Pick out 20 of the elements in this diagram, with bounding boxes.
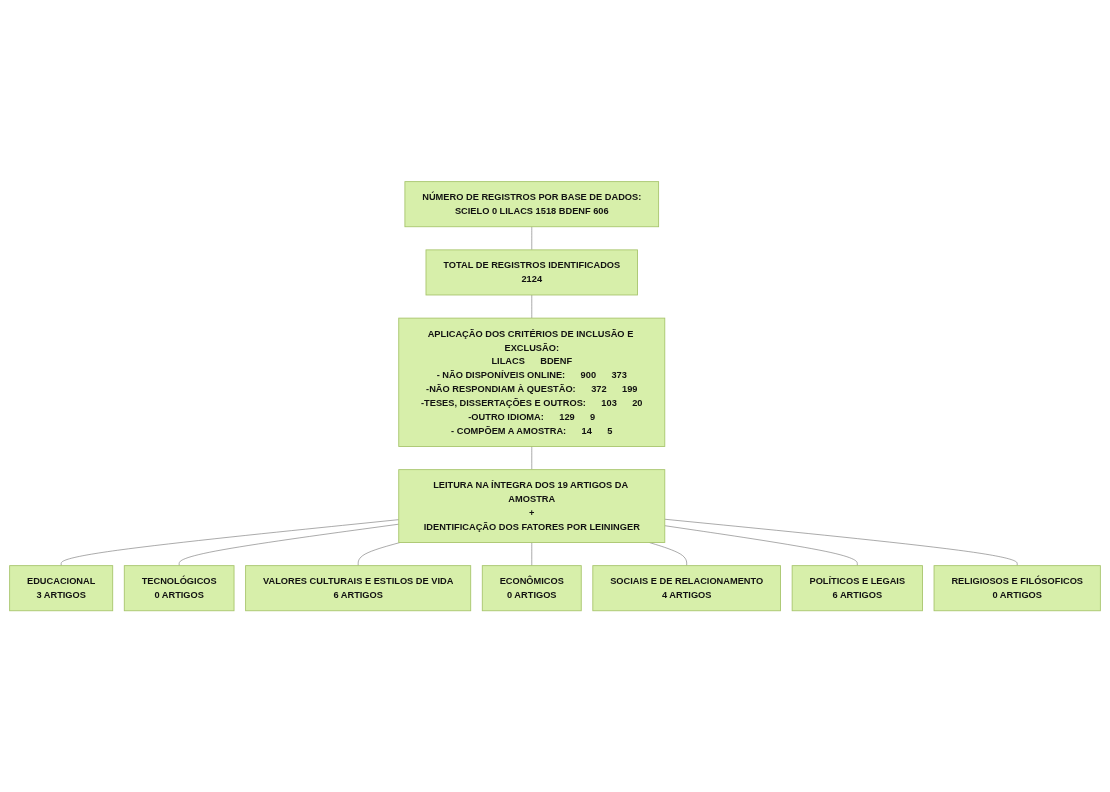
node-box: VALORES CULTURAIS E ESTILOS DE VIDA 6 ARTIGOS	[245, 565, 472, 611]
node-box: LEITURA NA ÍNTEGRA DOS 19 ARTIGOS DA AMOSTRA + IDENTIFICAÇÃO DOS FATORES POR LEININGER	[398, 469, 666, 543]
connector	[664, 525, 858, 566]
node-box: EDUCACIONAL 3 ARTIGOS	[9, 565, 114, 611]
connector	[531, 294, 533, 319]
connector	[531, 446, 533, 470]
node-box: APLICAÇÃO DOS CRITÉRIOS DE INCLUSÃO E EXCLUSÃO: LILACS BDENF - NÃO DISPONÍVEIS ONLINE: 900 373 -NÃO RESPONDIAM À QUESTÃO: 372 199 -TESES, DISSERTAÇÕES E OUTROS: 103 20 -OUTRO IDIOMA: 129 9 - COMPÕEM A AMOSTRA: 14 5	[398, 317, 666, 447]
node-box: SOCIAIS E DE RELACIONAMENTO 4 ARTIGOS	[592, 565, 781, 611]
node-box: ECONÔMICOS 0 ARTIGOS	[481, 565, 582, 611]
node-box: TECNOLÓGICOS 0 ARTIGOS	[123, 565, 235, 611]
node-box: TOTAL DE REGISTROS IDENTIFICADOS 2124	[425, 249, 638, 296]
connector	[531, 542, 533, 566]
connector	[178, 523, 400, 566]
connector	[357, 542, 401, 566]
connector	[60, 519, 400, 566]
connector	[531, 226, 533, 250]
node-box: NÚMERO DE REGISTROS POR BASE DE DADOS: SCIELO 0 LILACS 1518 BDENF 606	[404, 181, 660, 227]
node-box: RELIGIOSOS E FILÓSOFICOS 0 ARTIGOS	[933, 565, 1101, 611]
node-box: POLÍTICOS E LEGAIS 6 ARTIGOS	[791, 565, 923, 611]
connector	[664, 518, 1018, 566]
